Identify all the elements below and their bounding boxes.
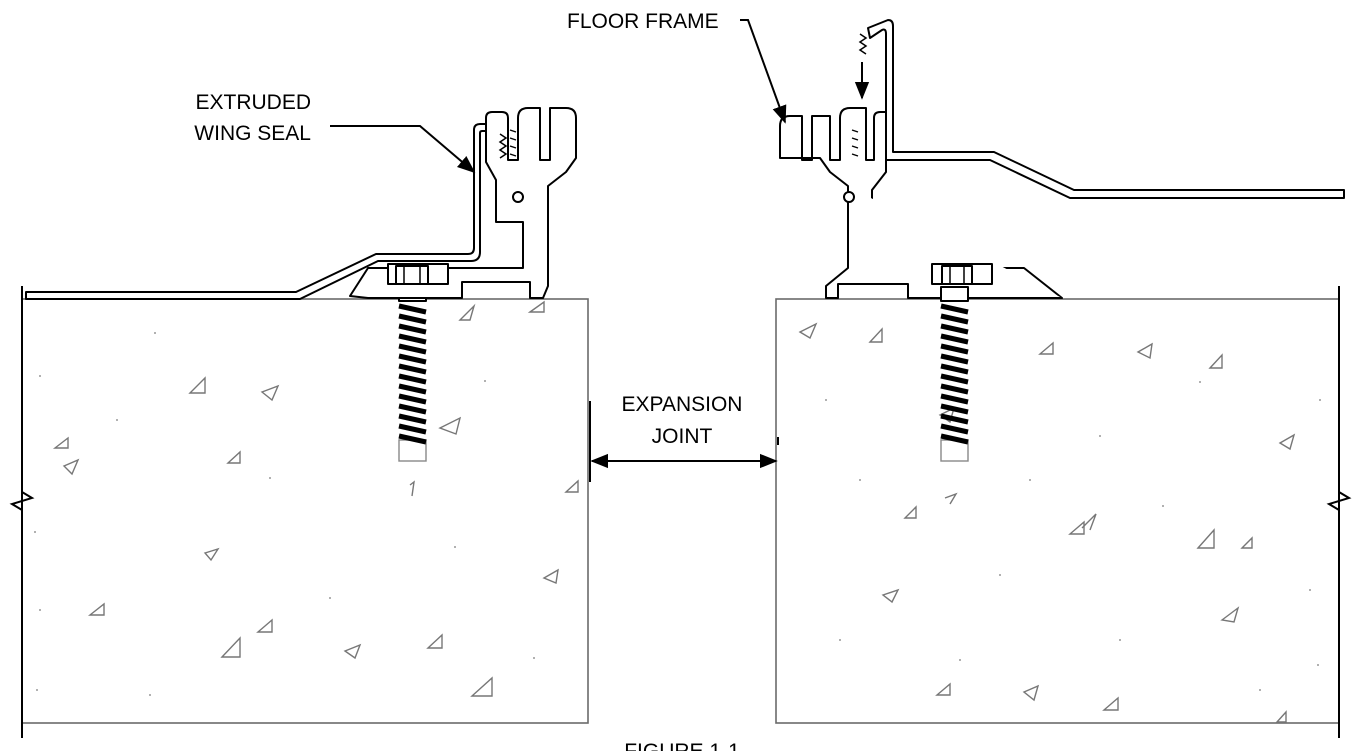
right-speckles [825,381,1321,691]
left-floor-frame [349,107,577,299]
left-speckles [34,332,535,696]
left-break-symbol [9,491,35,511]
right-anchor-bolt [940,286,969,462]
right-break-symbol [1326,491,1352,511]
right-aggregate-marks [798,322,1296,723]
extruded-wing-seal-label-line2: WING SEAL [194,122,311,145]
right-concrete-slab [775,286,1352,738]
floor-frame-leader [740,19,787,124]
floor-frame-label: FLOOR FRAME [567,10,719,33]
left-aggregate-marks [52,300,579,697]
expansion-joint-label-line1: EXPANSION [622,393,743,416]
right-floor-covering [854,19,1345,199]
left-concrete-slab [9,286,589,738]
expansion-joint-dimension [589,401,779,482]
wing-seal-leader [330,125,476,174]
figure-caption: FIGURE 1-1 [624,740,740,751]
expansion-joint-label-line2: JOINT [652,425,713,448]
right-floor-frame [779,107,1063,299]
extruded-wing-seal-label-line1: EXTRUDED [195,91,311,114]
